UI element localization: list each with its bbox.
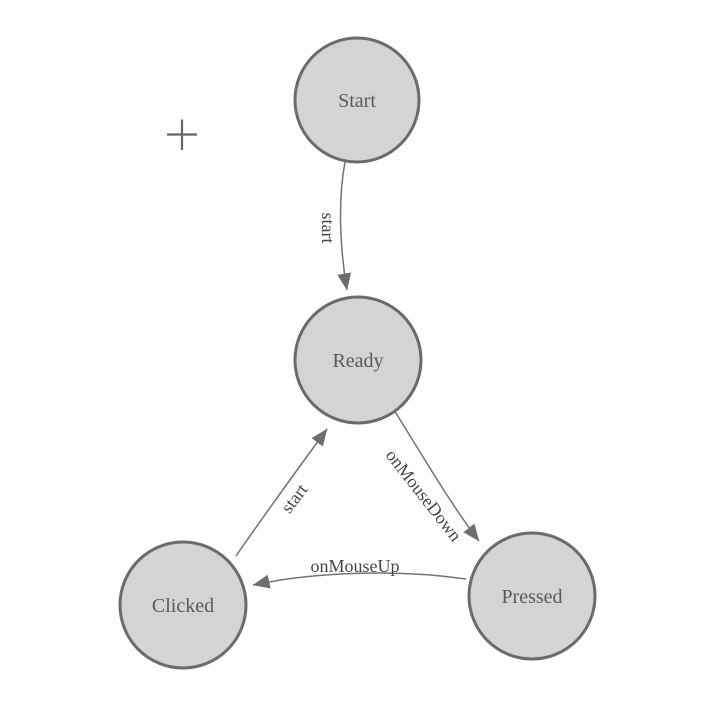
state-circle-start[interactable]: [293, 36, 421, 164]
state-label-ready: Ready: [332, 350, 383, 372]
state-circle-clicked[interactable]: [118, 540, 248, 670]
state-node-pressed: Pressed: [467, 531, 597, 661]
transition-line-clicked-ready[interactable]: [235, 428, 328, 557]
transition-label-clicked-ready: start: [277, 480, 312, 517]
transition-label-start-ready: start: [318, 213, 338, 244]
transition-label-pressed-clicked: onMouseUp: [311, 556, 400, 576]
transition-start-to-ready: start: [318, 161, 352, 291]
transition-label-ready-pressed: onMouseDown: [382, 445, 466, 545]
transition-line-start-ready[interactable]: [337, 161, 352, 291]
transition-clicked-to-ready: start: [235, 428, 328, 557]
state-label-start: Start: [338, 90, 376, 112]
transition-ready-to-pressed: onMouseDown: [382, 409, 480, 545]
plus-crosshair-icon: [167, 119, 197, 150]
state-node-ready: Ready: [293, 295, 423, 425]
state-node-start: Start: [293, 36, 421, 164]
state-circle-pressed[interactable]: [467, 531, 597, 661]
state-label-clicked: Clicked: [152, 595, 214, 617]
transition-line-pressed-clicked[interactable]: [252, 572, 467, 589]
transition-line-ready-pressed[interactable]: [393, 409, 480, 542]
state-circle-ready[interactable]: [293, 295, 423, 425]
transition-pressed-to-clicked: onMouseUp: [252, 556, 467, 589]
state-node-clicked: Clicked: [118, 540, 248, 670]
state-label-pressed: Pressed: [501, 586, 562, 608]
